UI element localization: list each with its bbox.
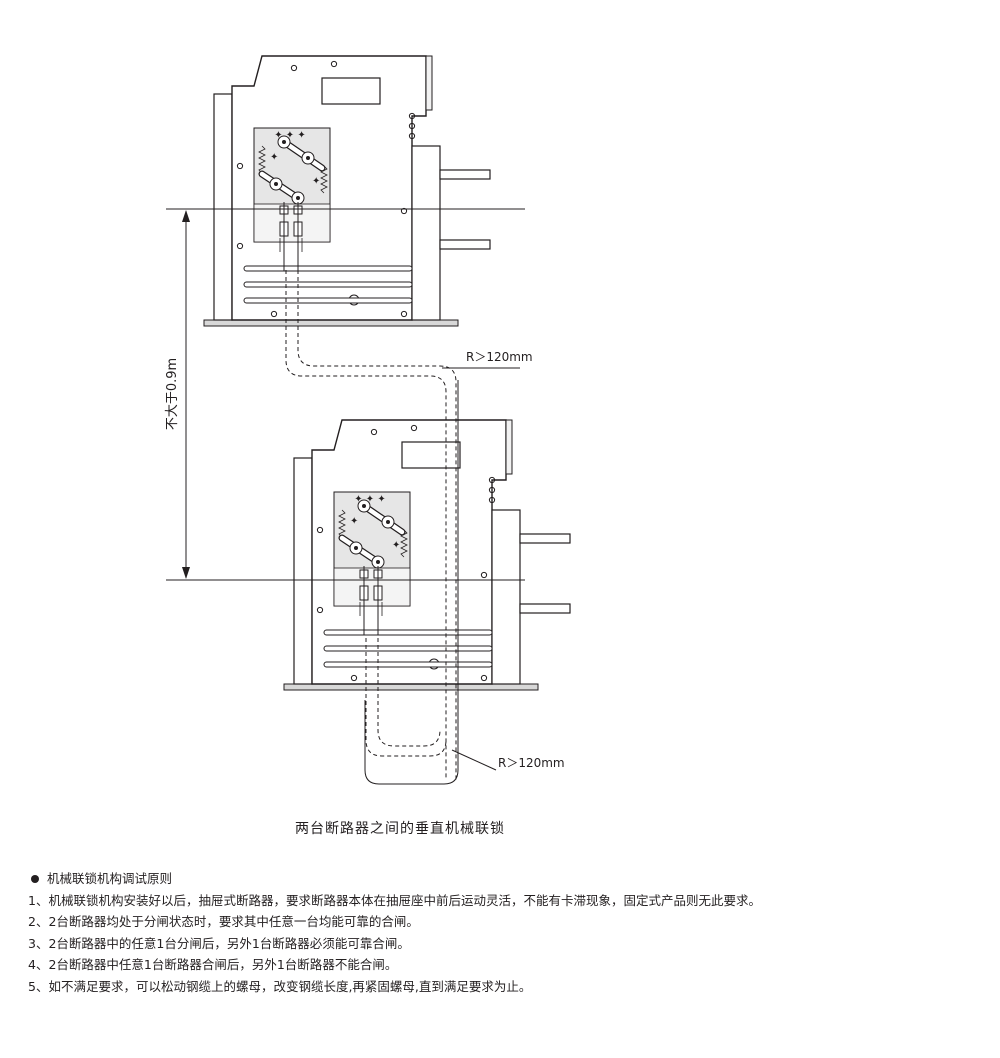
note-item: 5、如不满足要求，可以松动钢缆上的螺母，改变钢缆长度,再紧固螺母,直到满足要求为… (28, 978, 532, 994)
vertical-distance-label: 不大于0.9m (165, 358, 180, 430)
interlock-diagram: ✦ ✦ ✦ ✦ ✦ (165, 0, 1000, 785)
radius-label-bottom: R＞120mm (498, 756, 565, 770)
cable-return-loop (364, 380, 459, 785)
note-item: 2、2台断路器均处于分闸状态时，要求其中任意一台均能可靠的合闸。 (28, 914, 419, 929)
notes-heading-text: 机械联锁机构调试原则 (47, 871, 173, 886)
vertical-distance-dimension (182, 210, 190, 579)
notes-heading: 机械联锁机构调试原则 (28, 868, 788, 890)
radius-leader-bottom (451, 749, 497, 771)
note-item: 3、2台断路器中的任意1台分闸后，另外1台断路器必须能可靠合闸。 (28, 935, 410, 951)
upper-circuit-breaker (204, 56, 490, 326)
diagram-caption: 两台断路器之间的垂直机械联锁 (295, 821, 505, 837)
lower-circuit-breaker (284, 420, 570, 690)
note-item: 4、2台断路器中任意1台断路器合闸后，另外1台断路器不能合闸。 (28, 957, 398, 972)
adjustment-notes: 机械联锁机构调试原则 1、机械联锁机构安装好以后，抽屉式断路器，要求断路器本体在… (28, 868, 788, 997)
steel-cable (285, 270, 457, 780)
note-item: 1、机械联锁机构安装好以后，抽屉式断路器，要求断路器本体在抽屉座中前后运动灵活，… (28, 892, 761, 908)
radius-label-top: R＞120mm (466, 350, 533, 364)
bullet-icon (31, 874, 39, 883)
